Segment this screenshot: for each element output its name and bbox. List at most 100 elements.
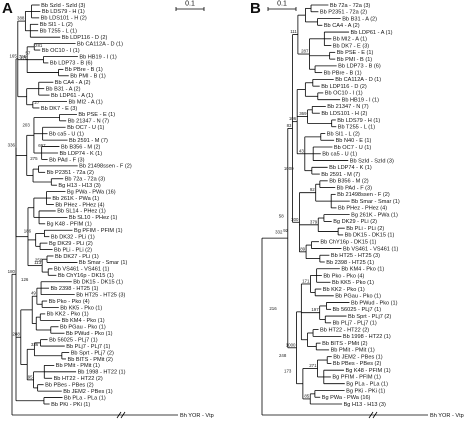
bootstrap-value: 288 (12, 332, 20, 337)
leaf-label: Bb VS461 - VS461 (1) (343, 246, 398, 252)
leaf-label: Bb HB19 - I (1) (79, 54, 116, 60)
leaf-label: Bb DK27 - PLi (1) (55, 254, 99, 260)
leaf-label: Bg DK29 - PLi (2) (333, 219, 377, 225)
bootstrap-value: 83 (287, 123, 292, 128)
leaf-label: Bb LDP116 - D (2) (62, 35, 108, 41)
outgroup-label: Bh YOR - Vtp (180, 413, 214, 419)
axis-break-mark (116, 411, 122, 419)
leaf-label: Bg PFIM - PFIM (1) (74, 228, 123, 234)
leaf-label: Bb 72a - 72a (3) (330, 3, 371, 9)
leaf-label: Bb PLj7 - PLj7 (1) (66, 344, 110, 350)
outgroup-label: Bh YOR - Vtp (430, 413, 464, 419)
leaf-label: Bg K48 - PFIM (1) (345, 368, 390, 374)
leaf-label: Bb 21347 - N (7) (327, 104, 368, 110)
leaf-label: Bb ChY16p - DK15 (1) (58, 273, 114, 279)
bootstrap-value: 173 (284, 369, 292, 374)
leaf-label: Bb 21498ssen - F (2) (337, 192, 390, 198)
axis-break-mark (120, 411, 126, 419)
leaf-label: Bb 21498ssen - F (2) (79, 164, 132, 170)
leaf-label: Bb PGau - Pko (1) (60, 325, 106, 331)
leaf-label: Bb HT22 - HT22 (2) (320, 327, 369, 333)
leaf-label: Bb PMit - PMit (1) (56, 363, 100, 369)
leaf-label: Bb PKi - PKi (1) (51, 402, 90, 408)
leaf-label: Bb 2398 - HT25 (1) (51, 286, 99, 292)
bootstrap-value: 43 (299, 148, 304, 153)
leaf-label: Bb PWud - Pko (1) (351, 300, 398, 306)
bootstrap-value: 203 (22, 122, 30, 127)
leaf-label: Bb DK7 - E (3) (41, 106, 78, 112)
leaf-label: Bb Smar - Smar (1) (79, 260, 128, 266)
leaf-label: Bg 261K - PWa (1) (351, 212, 398, 218)
leaf-label: Bb PSE - E (1) (78, 112, 115, 118)
leaf-label: Bb ChY16p - DK15 (1) (320, 239, 376, 245)
leaf-label: Bb CA112A - D (1) (335, 77, 381, 83)
leaf-label: Bb OC10 - I (1) (325, 91, 363, 97)
leaf-label: Bb PSE - E (1) (337, 50, 374, 56)
bootstrap-value: 126 (21, 277, 29, 282)
bootstrap-value: 275 (30, 156, 38, 161)
bootstrap-value: 92 (283, 228, 288, 233)
leaf-label: Bb PWud - Pko (1) (66, 331, 113, 337)
leaf-label: Bb KM4 - Pko (1) (341, 267, 384, 273)
leaf-label: Bb LDS101 - H (2) (321, 111, 367, 117)
leaf-label: Bb PHez - PHez (4) (338, 206, 387, 212)
leaf-label: Bg H13 - H13 (3) (344, 402, 386, 408)
leaf-label: Bb HB19 - I (1) (342, 97, 379, 103)
leaf-label: Bg PFIM - PFIM (1) (332, 375, 381, 381)
leaf-label: Bg PWa - PWa (16) (67, 189, 116, 195)
leaf-label: Bb KK2 - Pko (1) (47, 312, 89, 318)
leaf-label: Bb PGau - Pko (1) (335, 294, 381, 300)
scale-bar-label: 0.1 (277, 1, 287, 8)
leaf-label: Bb LDS79 - H (1) (42, 9, 85, 15)
leaf-label: Bb OC10 - I (1) (42, 48, 80, 54)
bootstrap-value: 92 (310, 187, 315, 192)
leaf-label: Bb SL10 - PHez (1) (69, 215, 118, 221)
leaf-label: Bg PKi - PKi (1) (346, 388, 385, 394)
bootstrap-value: 287 (301, 49, 309, 54)
scale-bar-label: 0.1 (185, 1, 195, 8)
leaf-label: Bb PHez - PHez (4) (55, 202, 104, 208)
leaf-label: Bb LDP73 - B (6) (50, 61, 93, 67)
bootstrap-value: 271 (309, 363, 317, 368)
leaf-label: Bb PAd - F (3) (337, 185, 372, 191)
leaf-label: Bb 261K - PWa (1) (52, 196, 99, 202)
leaf-label: Bb PMI - B (1) (337, 57, 373, 63)
leaf-label: Bb T255 - L (1) (40, 29, 77, 35)
leaf-label: Bb B31 - A (2) (342, 16, 377, 22)
leaf-label: Bb PLj7 - PLj7 (1) (333, 321, 377, 327)
bootstrap-value: 95 (28, 374, 33, 379)
leaf-label: Bb PMI - B (1) (70, 74, 106, 80)
leaf-label: Bb Sprt - PLj7 (2) (71, 350, 114, 356)
panel-label: A (2, 0, 13, 17)
leaf-label: Bb 21347 - N (7) (68, 119, 109, 125)
bootstrap-value: 89 (300, 246, 305, 251)
leaf-label: Bb DK15 - DK15 (1) (73, 280, 123, 286)
leaf-label: Bb 56025 - PLj7 (1) (333, 307, 382, 313)
leaf-label: Bb OC7 - U (1) (334, 145, 371, 151)
leaf-label: Bb ca5 - U (1) (49, 132, 84, 138)
bootstrap-value: 58 (279, 214, 284, 219)
bootstrap-value: 180 (8, 269, 16, 274)
leaf-label: Bb PBre - B (1) (65, 67, 103, 73)
leaf-label: Bb SzId - SzId (3) (41, 3, 85, 9)
leaf-label: Bb Pko - Pko (4) (49, 299, 90, 305)
leaf-label: Bb N40 - E (1) (336, 138, 372, 144)
leaf-label: Bb DK7 - E (3) (333, 43, 370, 49)
leaf-label: Bb LDP61 - A (1) (351, 30, 393, 36)
leaf-label: Bb SI1 - L (2) (327, 131, 360, 137)
leaf-label: Bb B356 - M (2) (61, 144, 101, 150)
leaf-label: Bb P2351 - 72a (2) (47, 170, 94, 176)
leaf-label: Bb PLi - PLi (2) (54, 247, 92, 253)
bootstrap-value: 369 (299, 111, 307, 116)
bootstrap-value: 470 (20, 55, 28, 60)
leaf-label: Bb 2591 - M (7) (321, 172, 360, 178)
bootstrap-value: 281 (35, 43, 43, 48)
bootstrap-value: 256 (35, 258, 43, 263)
bootstrap-value: 186 (24, 229, 32, 234)
bootstrap-value: 379 (310, 219, 318, 224)
leaf-label: Bb T255 - L (1) (338, 125, 375, 131)
leaf-label: Bg H13 - H13 (3) (58, 183, 100, 189)
leaf-label: Bb JEM2 - PBes (1) (63, 389, 113, 395)
leaf-label: Bb HT25 - HT25 (3) (331, 253, 380, 259)
